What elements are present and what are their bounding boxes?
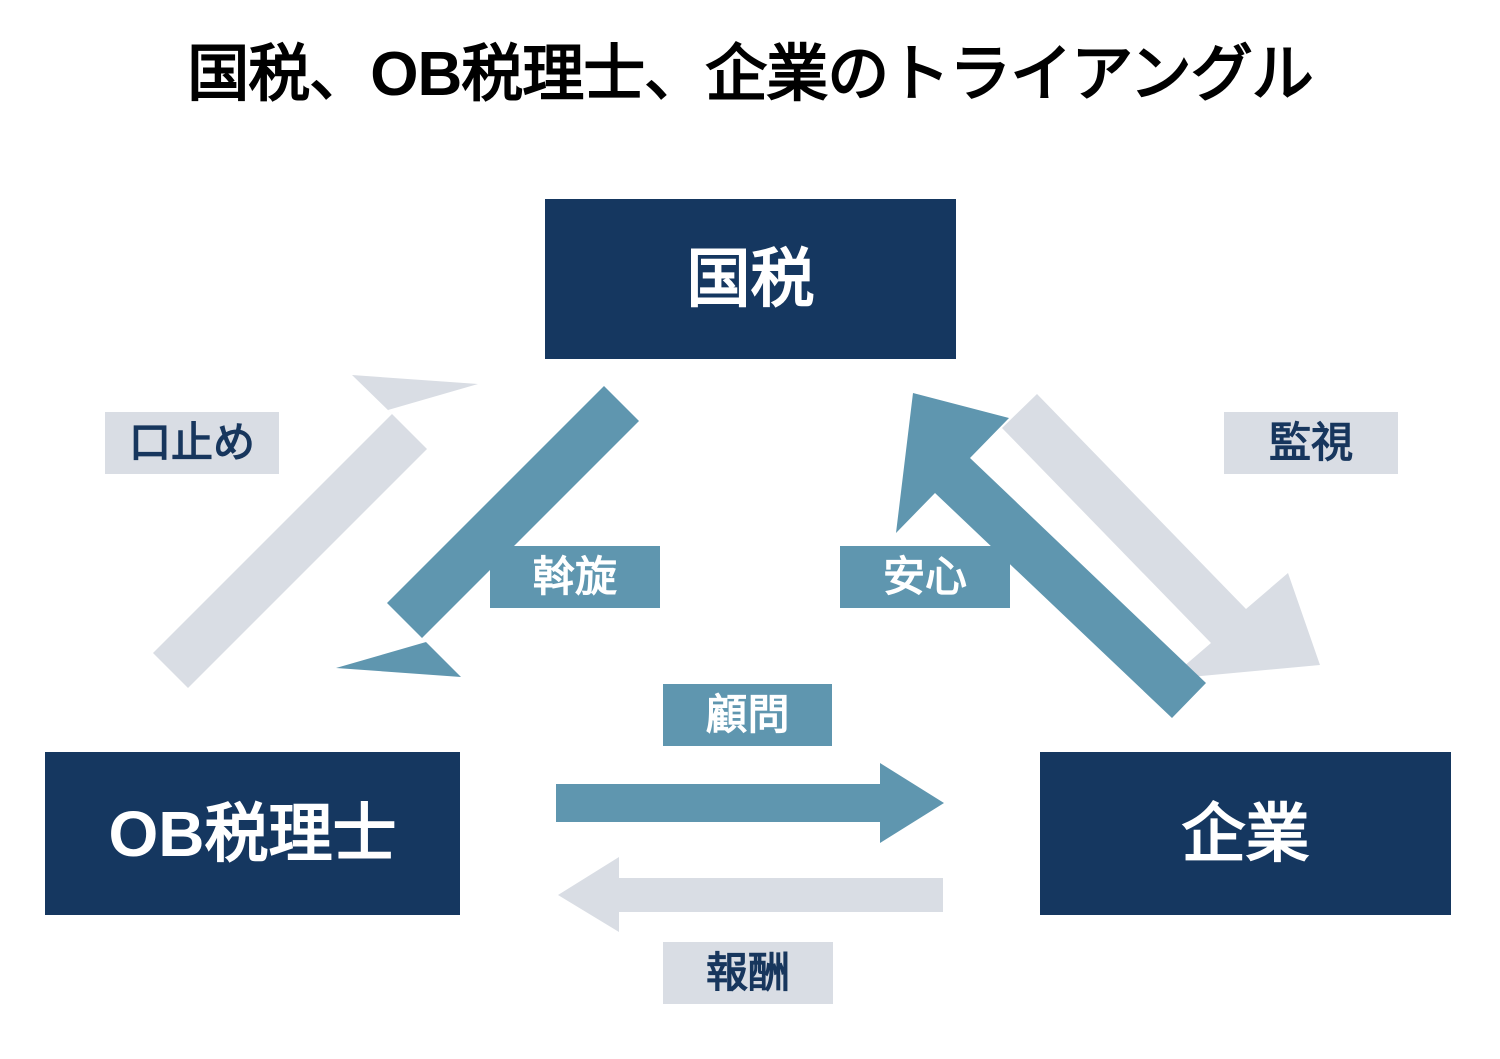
edge-label-anshin: 安心 bbox=[840, 546, 1010, 608]
arrow-kanshi bbox=[1002, 394, 1320, 679]
arrow-anshin bbox=[896, 393, 1206, 718]
edge-label-kuchidome: 口止め bbox=[105, 412, 279, 474]
edge-label-kanshi: 監視 bbox=[1224, 412, 1398, 474]
arrow-komon bbox=[556, 763, 944, 843]
node-kigyo[interactable]: 企業 bbox=[1040, 752, 1451, 915]
arrow-kuchidome bbox=[153, 375, 478, 688]
node-kokuzei[interactable]: 国税 bbox=[545, 199, 956, 359]
edge-label-assen: 斡旋 bbox=[490, 546, 660, 608]
arrow-assen bbox=[336, 386, 639, 677]
page-title: 国税、OB税理士、企業のトライアングル bbox=[187, 40, 1314, 109]
node-ob-zeirishi[interactable]: OB税理士 bbox=[45, 752, 460, 915]
arrow-hoshu bbox=[558, 857, 943, 932]
edge-label-komon: 顧問 bbox=[663, 684, 832, 746]
edge-label-hoshu: 報酬 bbox=[663, 942, 833, 1004]
